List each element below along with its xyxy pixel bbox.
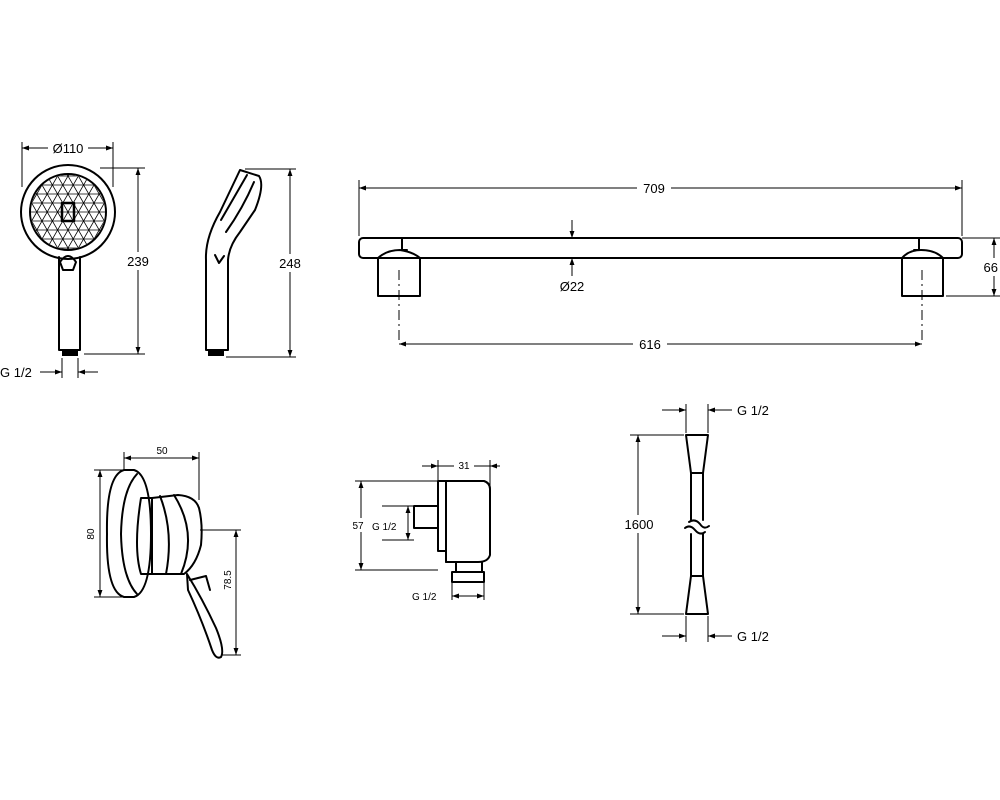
dimension-rail-diameter: Ø22 [560,220,585,294]
dimension-outlet-thread-in: G 1/2 [372,505,414,541]
label-rail-centers: 616 [639,337,661,352]
label-outlet-thread-out: G 1/2 [412,592,437,603]
label-mixer-width: 50 [156,446,168,457]
slide-rail [358,237,963,344]
dimension-hand-shower-diameter: Ø110 [21,140,114,187]
label-rail-length: 709 [643,181,665,196]
label-hose-length: 1600 [625,517,654,532]
label-outlet-depth: 31 [458,461,470,472]
label-hs-height: 239 [127,254,149,269]
concealed-mixer [105,469,224,659]
dimension-mixer-plate: 80 [86,469,124,598]
label-mixer-plate: 80 [86,528,97,540]
label-outlet-thread-in: G 1/2 [372,522,397,533]
thread-connector [62,350,78,356]
dimension-outlet-thread-out: G 1/2 [412,582,485,603]
dimension-hand-shower-side-height: 248 [226,168,305,358]
wall-outlet-elbow [413,480,491,583]
dimension-rail-height: 66 [946,237,1000,297]
label-hs-diameter: Ø110 [53,141,84,156]
label-hs-thread: G 1/2 [0,365,32,380]
dimension-hand-shower-thread: G 1/2 [0,358,98,380]
dimension-mixer-lever: 78.5 [200,529,241,656]
label-mixer-lever: 78.5 [223,570,234,590]
thread-connector-side [208,350,224,356]
dimension-rail-length: 709 [358,180,963,236]
hand-shower-side-view [204,169,263,356]
dimension-mixer-width: 50 [123,446,200,500]
dimension-hand-shower-height: 239 [84,167,153,355]
label-rail-height: 66 [984,260,998,275]
dimension-hose-thread-bottom: G 1/2 [662,616,769,644]
label-hose-thread-bottom: G 1/2 [737,629,769,644]
dimension-hose-length: 1600 [621,434,684,615]
label-hose-thread-top: G 1/2 [737,403,769,418]
dimension-rail-centers: 616 [399,336,922,352]
dimension-outlet-height: 57 [349,480,438,571]
label-rail-diameter: Ø22 [560,279,585,294]
label-hs-side-height: 248 [279,256,301,271]
shower-hose [684,434,710,615]
label-outlet-height: 57 [352,521,364,532]
dimension-hose-thread-top: G 1/2 [662,403,769,433]
dimension-outlet-depth: 31 [422,458,500,489]
